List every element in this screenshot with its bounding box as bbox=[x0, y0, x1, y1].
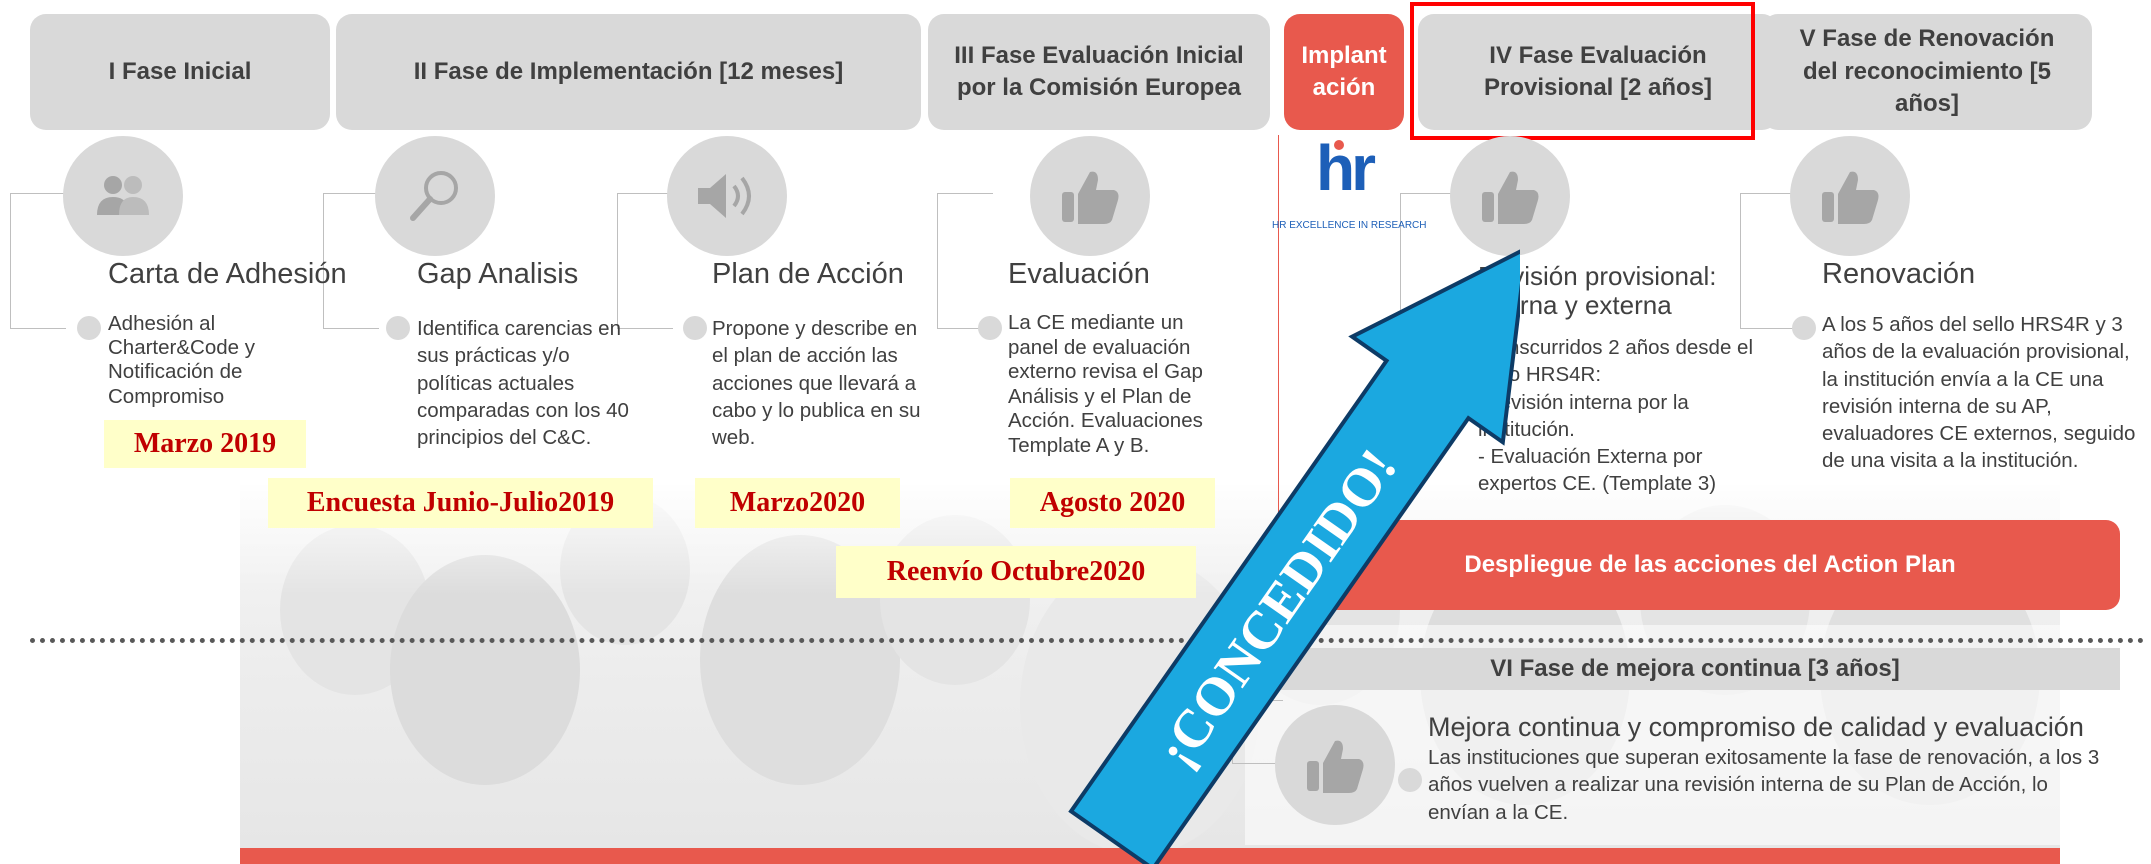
concedido-arrow: ¡CONCEDIDO! bbox=[1068, 245, 1520, 864]
bullet-dot bbox=[1792, 316, 1816, 340]
bullet-dot bbox=[77, 316, 101, 340]
hr-excellence-logo: hr HR EXCELLENCE IN RESEARCH bbox=[1272, 132, 1426, 236]
date-label-agosto-2020: Agosto 2020 bbox=[1010, 478, 1215, 528]
phase-1-header: I Fase Inicial bbox=[30, 14, 330, 130]
phase-3-header: III Fase Evaluación Inicial por la Comis… bbox=[928, 14, 1270, 130]
connector-bracket bbox=[323, 193, 379, 329]
step-desc-mejora: Las instituciones que superan exitosamen… bbox=[1428, 746, 2100, 824]
speaker-icon bbox=[667, 136, 787, 256]
hr-logo-mark: hr bbox=[1316, 132, 1376, 204]
users-icon bbox=[63, 136, 183, 256]
step-desc-renovacion: A los 5 años del sello HRS4R y 3 años de… bbox=[1822, 313, 2136, 473]
bullet-dot bbox=[386, 316, 410, 340]
step-desc-evaluacion: La CE mediante un panel de evaluación ex… bbox=[1008, 311, 1203, 457]
dotted-separator bbox=[30, 638, 2145, 643]
hr-logo-caption: HR EXCELLENCE IN RESEARCH bbox=[1272, 220, 1427, 231]
step-desc-gap: Identifica carencias en sus prácticas y/… bbox=[417, 317, 629, 449]
step-title-evaluacion: Evaluación bbox=[1008, 258, 1150, 290]
connector-bracket bbox=[10, 193, 66, 329]
magnifier-icon bbox=[375, 136, 495, 256]
implantacion-header: Implant ación bbox=[1284, 14, 1404, 130]
date-label-marzo-2019: Marzo 2019 bbox=[104, 420, 306, 468]
action-plan-banner: Despliegue de las acciones del Action Pl… bbox=[1300, 520, 2120, 610]
step-desc-plan: Propone y describe en el plan de acción … bbox=[712, 317, 921, 449]
phase-5-header: V Fase de Renovación del reconocimiento … bbox=[1762, 14, 2092, 130]
phase-2-header: II Fase de Implementación [12 meses] bbox=[336, 14, 921, 130]
thumbs-up-icon bbox=[1790, 136, 1910, 256]
connector-bracket bbox=[1740, 193, 1796, 329]
phase-4-highlight-box bbox=[1410, 2, 1755, 140]
bullet-dot bbox=[683, 316, 707, 340]
date-label-encuesta: Encuesta Junio-Julio2019 bbox=[268, 478, 653, 528]
thumbs-up-icon bbox=[1030, 136, 1150, 256]
step-title-plan: Plan de Acción bbox=[712, 258, 904, 290]
implantacion-divider-line bbox=[1278, 135, 1279, 655]
bullet-dot bbox=[1398, 768, 1422, 792]
date-label-marzo-2020: Marzo2020 bbox=[695, 478, 900, 528]
step-title-renovacion: Renovación bbox=[1822, 258, 1976, 290]
connector-bracket bbox=[937, 193, 993, 329]
thumbs-up-icon bbox=[1275, 705, 1395, 825]
phase-6-header: VI Fase de mejora continua [3 años] bbox=[1270, 648, 2120, 690]
thumbs-up-icon bbox=[1450, 136, 1570, 256]
bullet-dot bbox=[978, 316, 1002, 340]
step-title-mejora: Mejora continua y compromiso de calidad … bbox=[1428, 712, 2084, 742]
date-label-reenvio: Reenvío Octubre2020 bbox=[836, 546, 1196, 598]
step-title-gap: Gap Analisis bbox=[417, 258, 579, 290]
connector-bracket bbox=[617, 193, 673, 329]
step-title-carta: Carta de Adhesión bbox=[108, 258, 347, 290]
step-desc-carta: Adhesión al Charter&Code y Notificación … bbox=[108, 312, 255, 408]
phase-4-header: IV Fase Evaluación Provisional [2 años] bbox=[1418, 14, 1778, 130]
hr-logo-dot bbox=[1334, 140, 1344, 150]
concedido-arrow-text: ¡CONCEDIDO! bbox=[1146, 438, 1409, 777]
